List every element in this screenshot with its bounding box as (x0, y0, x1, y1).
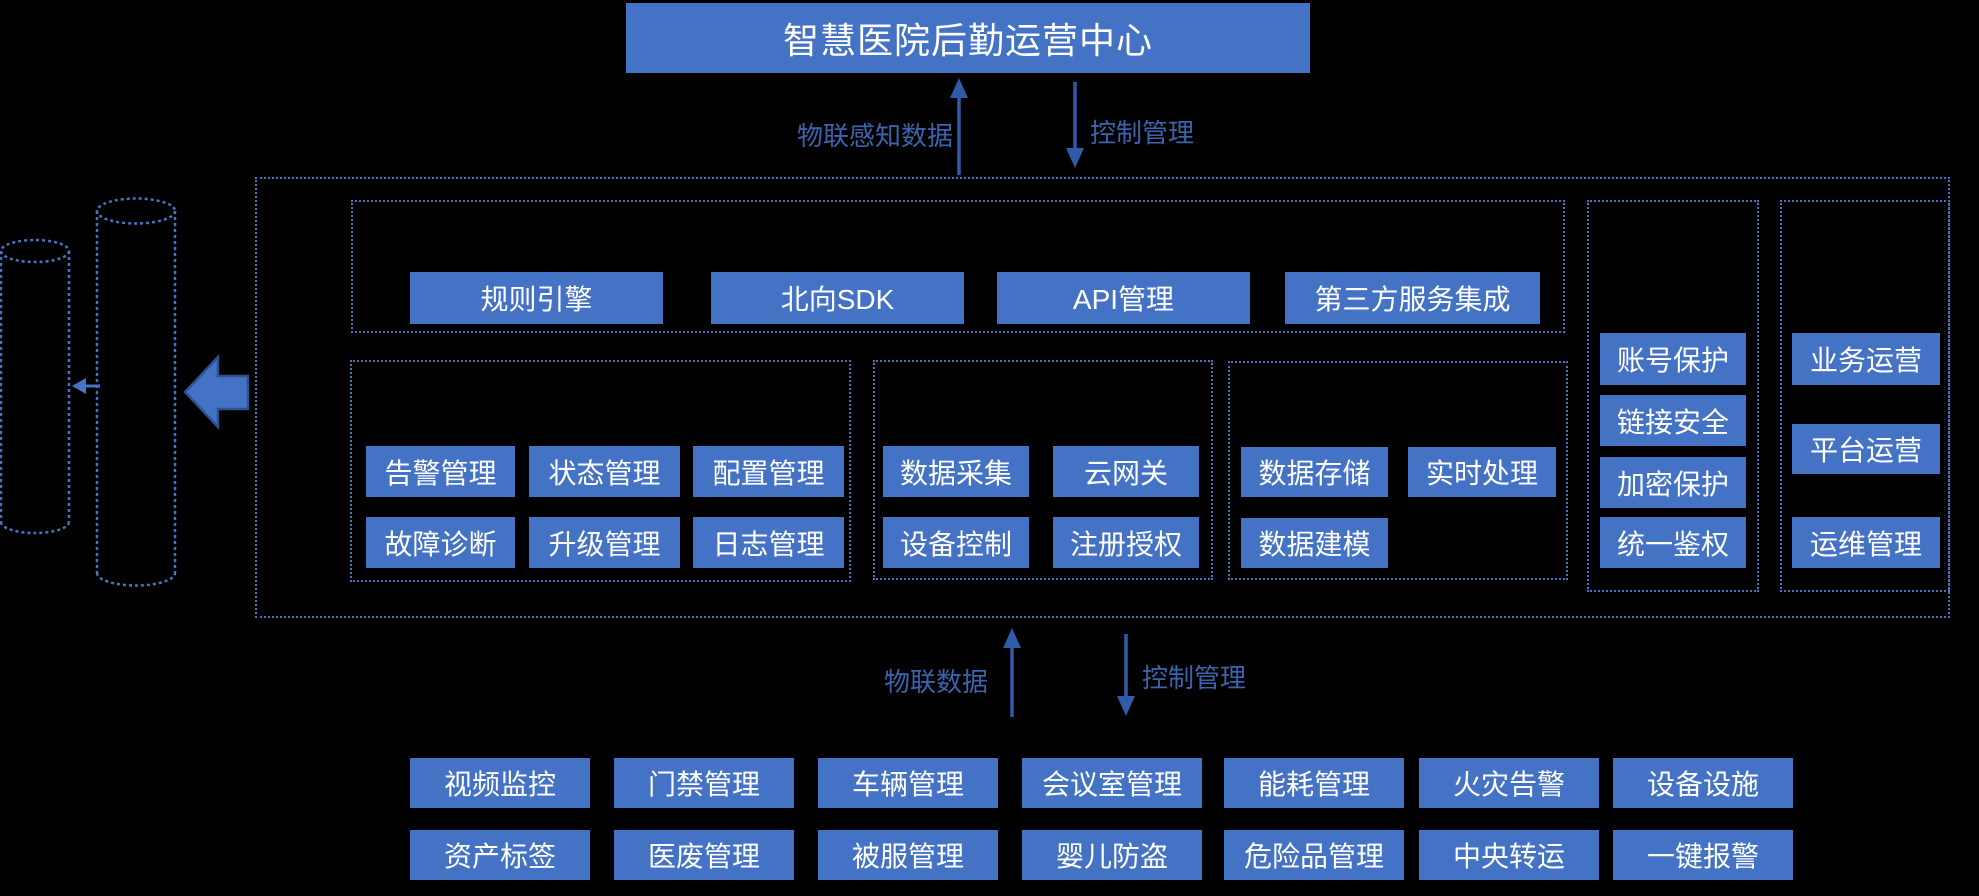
device-management-panel (350, 360, 851, 582)
security-panel (1587, 200, 1759, 592)
business-operation-node: 业务运营 (1792, 333, 1940, 385)
asset-tag-node: 资产标签 (410, 830, 590, 880)
realtime-processing-node: 实时处理 (1408, 447, 1556, 497)
data-storage-node: 数据存储 (1241, 447, 1388, 497)
account-protection-node: 账号保护 (1600, 333, 1746, 385)
alarm-management-node: 告警管理 (366, 446, 515, 497)
iot-sense-data-label: 物联感知数据 (797, 121, 954, 151)
control-management-label-top: 控制管理 (1090, 118, 1195, 148)
central-transport-node: 中央转运 (1419, 830, 1599, 880)
rule-engine-node: 规则引擎 (410, 272, 663, 324)
upgrade-management-node: 升级管理 (529, 517, 680, 568)
down-arrow-icon-bottom (1117, 634, 1135, 716)
left-arrow-icon (72, 378, 100, 394)
maintenance-management-node: 运维管理 (1792, 517, 1940, 568)
cloud-gateway-node: 云网关 (1053, 446, 1199, 497)
encryption-protection-node: 加密保护 (1600, 457, 1746, 508)
infant-security-node: 婴儿防盗 (1022, 830, 1202, 880)
database-cylinder-icon (95, 197, 177, 587)
database-cylinder-icon (0, 238, 71, 535)
energy-management-node: 能耗管理 (1224, 758, 1404, 808)
fault-diagnosis-node: 故障诊断 (366, 517, 515, 568)
iot-data-label: 物联数据 (884, 667, 989, 697)
vehicle-management-node: 车辆管理 (818, 758, 998, 808)
data-service-panel (1228, 361, 1568, 580)
log-management-node: 日志管理 (693, 517, 844, 568)
platform-operation-node: 平台运营 (1792, 424, 1940, 474)
big-left-arrow-icon (183, 353, 250, 431)
video-surveillance-node: 视频监控 (410, 758, 590, 808)
control-management-label-bottom: 控制管理 (1142, 663, 1247, 693)
access-control-node: 门禁管理 (614, 758, 794, 808)
north-interface-panel (351, 200, 1565, 333)
link-security-node: 链接安全 (1600, 395, 1746, 446)
third-party-integration-node: 第三方服务集成 (1285, 272, 1540, 324)
device-control-node: 设备控制 (883, 517, 1029, 568)
data-collection-node: 数据采集 (883, 446, 1029, 497)
linen-management-node: 被服管理 (818, 830, 998, 880)
page-title: 智慧医院后勤运营中心 (626, 3, 1310, 73)
data-modeling-node: 数据建模 (1241, 518, 1388, 568)
equipment-facility-node: 设备设施 (1613, 758, 1793, 808)
medical-waste-node: 医废管理 (614, 830, 794, 880)
connectivity-panel (873, 360, 1213, 580)
up-arrow-icon-bottom (1003, 628, 1021, 717)
registration-auth-node: 注册授权 (1053, 517, 1199, 568)
unified-auth-node: 统一鉴权 (1600, 517, 1746, 568)
operations-panel (1780, 200, 1950, 592)
fire-alarm-node: 火灾告警 (1419, 758, 1599, 808)
meeting-room-management-node: 会议室管理 (1022, 758, 1202, 808)
api-management-node: API管理 (997, 272, 1250, 324)
config-management-node: 配置管理 (693, 446, 844, 497)
down-arrow-icon-top (1066, 82, 1084, 168)
one-key-alarm-node: 一键报警 (1613, 830, 1793, 880)
northbound-sdk-node: 北向SDK (711, 272, 964, 324)
status-management-node: 状态管理 (529, 446, 680, 497)
hazmat-management-node: 危险品管理 (1224, 830, 1404, 880)
